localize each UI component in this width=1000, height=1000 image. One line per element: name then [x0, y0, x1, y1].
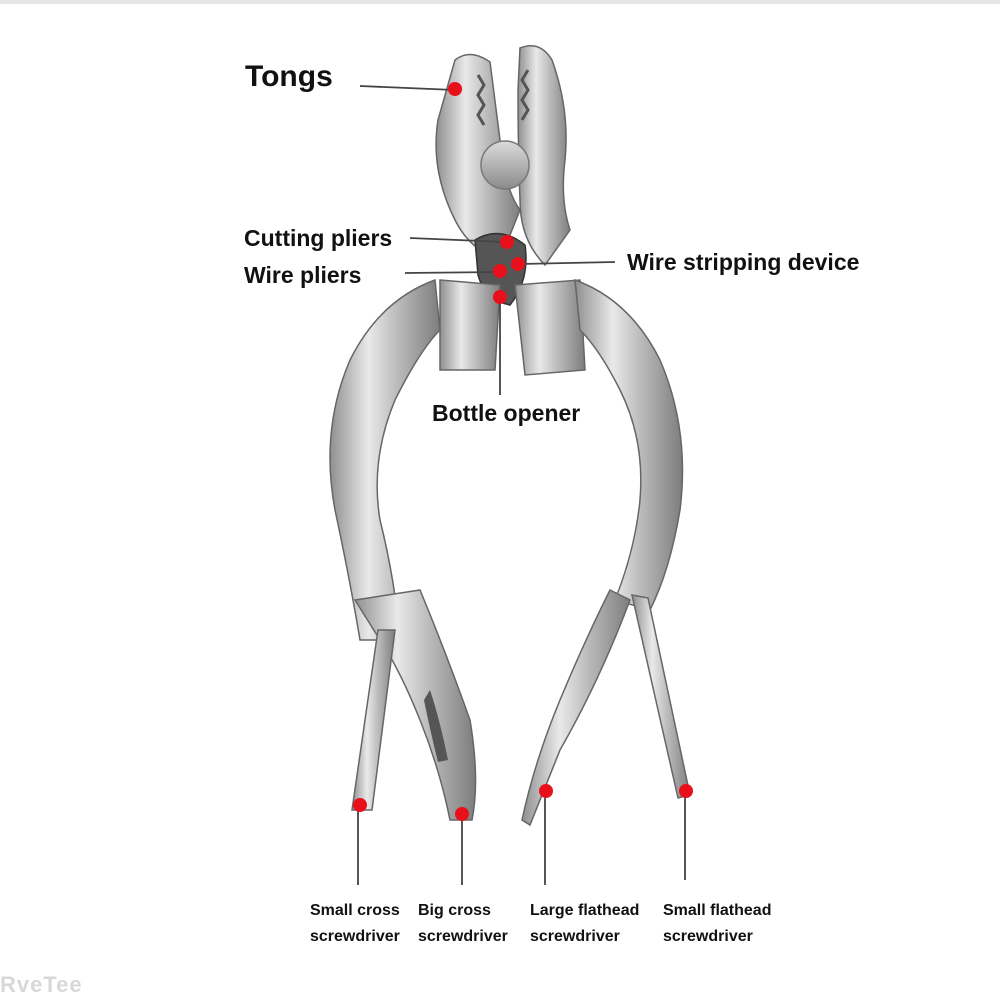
marker-bottle-opener	[493, 290, 507, 304]
label-small-cross-screwdriver: Small cross screwdriver	[310, 902, 400, 945]
marker-wire-pliers	[493, 264, 507, 278]
marker-dots	[353, 82, 693, 821]
marker-large-flathead	[539, 784, 553, 798]
pointer-lines	[357, 85, 686, 885]
label-bottle-opener: Bottle opener	[432, 400, 581, 426]
marker-wire-stripping	[511, 257, 525, 271]
label-big-cross-screwdriver: Big cross screwdriver	[418, 902, 508, 945]
label-large-flathead-screwdriver: Large flathead screwdriver	[530, 902, 640, 945]
plier-body	[439, 279, 586, 376]
label-small-flathead-screwdriver: Small flathead screwdriver	[663, 902, 772, 945]
marker-small-flathead	[679, 784, 693, 798]
label-cutting-pliers: Cutting pliers	[244, 225, 393, 251]
watermark: RveTee	[0, 972, 83, 997]
marker-cutting-pliers	[500, 235, 514, 249]
left-handle	[329, 278, 477, 821]
marker-small-cross	[353, 798, 367, 812]
right-handle	[521, 278, 691, 827]
label-wire-stripping-device: Wire stripping device	[627, 249, 860, 275]
marker-big-cross	[455, 807, 469, 821]
marker-tongs	[448, 82, 462, 96]
plier-jaws	[435, 45, 571, 306]
label-tongs: Tongs	[245, 60, 333, 93]
label-wire-pliers: Wire pliers	[244, 262, 362, 288]
